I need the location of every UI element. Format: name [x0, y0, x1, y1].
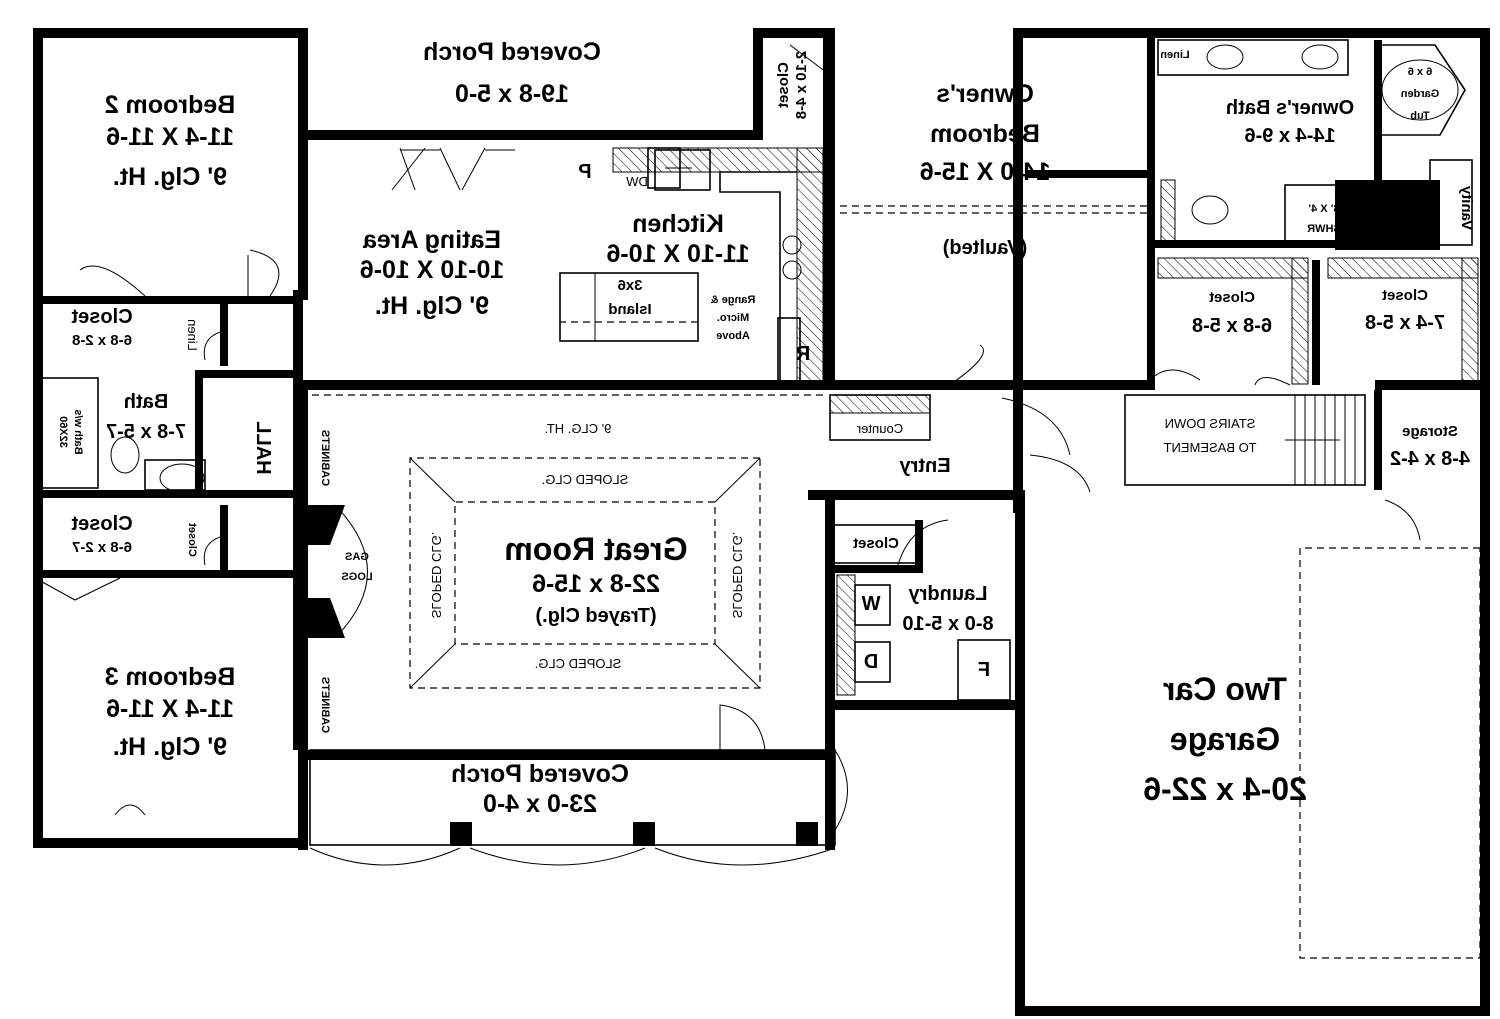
closet-mid-right-size: 7-4 x 5-8: [1365, 312, 1445, 334]
counter-label: Counter: [856, 421, 903, 436]
owners-bedroom-name2: Bedroom: [930, 120, 1040, 148]
laundry-size: 8-0 x 5-10: [902, 613, 993, 635]
pantry-label: P: [578, 161, 591, 183]
owners-bedroom-name1: Owner's: [936, 80, 1034, 108]
great-room-name: Great Room: [504, 531, 687, 567]
bath-tub-l2: 32X60: [57, 416, 69, 448]
covered-porch-bottom-name: Covered Porch: [451, 760, 629, 788]
clg-ht-label: 9' CLG. HT.: [545, 421, 612, 436]
bedroom2-size: 11-4 X 11-6: [106, 123, 234, 151]
labels-layer: Covered Porch 19-8 x 5-0 Bedroom 2 11-4 …: [57, 38, 1475, 818]
covered-porch-top-size: 19-8 x 5-0: [455, 80, 569, 108]
gas-logs-l2: LOGS: [341, 571, 372, 583]
bath-name: Bath: [124, 391, 168, 413]
sloped-right-label: SLOPED CLG.: [730, 532, 745, 619]
closet-bed3-size: 6-8 x 2-7: [72, 539, 132, 556]
bedroom3-ceiling: 9' Clg. Ht.: [113, 733, 227, 761]
bedroom3-name: Bedroom 3: [105, 663, 236, 691]
details-layer: [34, 39, 1481, 959]
owners-linen: Linen: [1160, 49, 1190, 61]
gas-logs-l1: GAS: [345, 551, 369, 563]
walls-layer: [33, 28, 1490, 1016]
eating-area-ceiling: 9' Clg. Ht.: [375, 292, 489, 320]
great-room-note: (Trayed Clg.): [535, 605, 656, 627]
hall-label: HALL: [252, 421, 274, 474]
closet-mid-left-name: Closet: [1209, 289, 1255, 306]
dishwasher-label: DW: [625, 174, 647, 189]
stairs-l1: STAIRS DOWN: [1165, 416, 1256, 431]
shower-l1: 3' X 4': [1308, 203, 1339, 215]
closet-top-name: Closet: [775, 62, 792, 108]
great-room-size: 22-8 x 15-6: [532, 570, 660, 598]
cabinets-bottom-label: CABINETS: [319, 677, 331, 733]
kitchen-name: Kitchen: [632, 210, 724, 238]
closet-small-label: Closet: [186, 523, 198, 557]
stairs-l2: TO BASEMENT: [1163, 440, 1256, 455]
garden-tub-l2: Garden: [1400, 88, 1439, 100]
entry-label: Entry: [899, 455, 951, 477]
owners-bath-size: 14-4 x 9-6: [1244, 125, 1335, 147]
cabinets-top-label: CABINETS: [319, 430, 331, 486]
closet-bed2-name: Closet: [71, 306, 132, 328]
freezer-label: F: [978, 659, 990, 681]
sloped-bottom-label: SLOPED CLG.: [535, 656, 622, 671]
range-l1: Range &: [711, 294, 756, 306]
dryer-label: D: [864, 651, 878, 673]
range-l2: Micro.: [717, 312, 749, 324]
shower-l2: SHWR: [1307, 223, 1341, 235]
storage-name: Storage: [1402, 423, 1458, 440]
garden-tub-l3: Tub: [1410, 110, 1430, 122]
garage-name2: Garage: [1170, 721, 1280, 757]
eating-area-size: 10-10 X 10-6: [360, 256, 505, 284]
washer-label: W: [861, 593, 880, 615]
sloped-left-label: SLOPED CLG.: [429, 532, 444, 619]
bath-tub-l1: Bath w/s: [72, 409, 84, 454]
bedroom2-ceiling: 9' Clg. Ht.: [113, 163, 227, 191]
closet-mid-right-name: Closet: [1382, 287, 1428, 304]
sloped-top-label: SLOPED CLG.: [542, 472, 629, 487]
bath-size: 7-8 x 5-7: [106, 421, 186, 443]
island-l1: 3x6: [617, 277, 642, 294]
closet-bed3-name: Closet: [71, 513, 132, 535]
kitchen-size: 11-10 X 10-6: [606, 240, 749, 268]
storage-size: 4-8 x 4-2: [1390, 448, 1470, 470]
island-l2: Island: [608, 301, 651, 318]
refrigerator-label: R: [795, 343, 810, 365]
eating-area-name: Eating Area: [362, 226, 501, 254]
closet-bed2-size: 6-8 x 2-8: [72, 332, 132, 349]
closet-entry-label: Closet: [853, 535, 899, 552]
range-l3: Above: [716, 330, 750, 342]
covered-porch-top-name: Covered Porch: [423, 38, 601, 66]
bedroom2-name: Bedroom 2: [105, 91, 236, 119]
bedroom3-size: 11-4 X 11-6: [106, 695, 234, 723]
owners-bath-name: Owner's Bath: [1226, 97, 1354, 119]
garage-name1: Two Car: [1163, 671, 1287, 707]
owners-bedroom-size: 14-0 X 15-6: [920, 158, 1051, 186]
vanity-label: Vanity: [1458, 185, 1475, 230]
linen-hall-label: Linen: [185, 319, 200, 351]
laundry-name: Laundry: [908, 583, 988, 605]
closet-top-size: 2-10 x 4-8: [793, 51, 810, 119]
owners-bedroom-note: (Vaulted): [943, 237, 1027, 259]
closet-mid-left-size: 6-8 x 5-8: [1192, 315, 1272, 337]
garage-size: 20-4 x 22-6: [1143, 771, 1307, 807]
garden-tub-l1: 6 x 6: [1408, 66, 1432, 78]
covered-porch-bottom-size: 23-0 x 4-0: [483, 790, 597, 818]
